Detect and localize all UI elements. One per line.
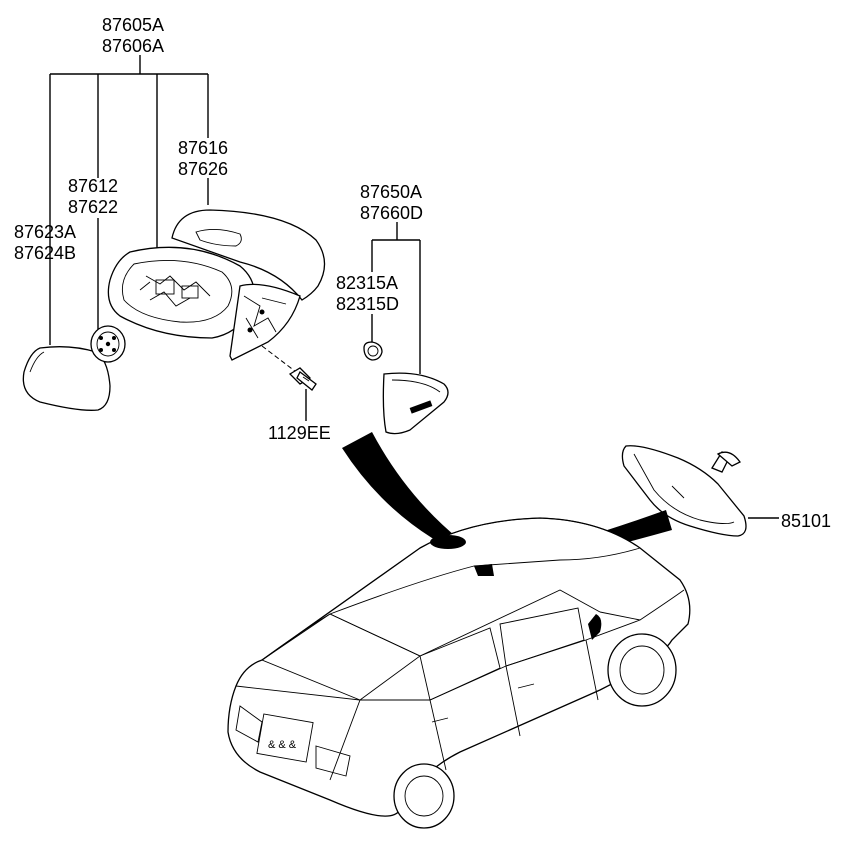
label-87660d: 87660D (360, 203, 423, 223)
label-87612: 87612 (68, 176, 118, 196)
mirror-housing (107, 246, 255, 339)
label-87622: 87622 (68, 197, 118, 217)
label-87605a: 87605A (102, 15, 164, 35)
mirror-cover (171, 209, 326, 301)
mirror-base (229, 283, 301, 361)
label-85101: 85101 (781, 511, 831, 531)
tweeter (363, 341, 383, 361)
label-87650a: 87650A (360, 182, 422, 202)
label-1129ee: 1129EE (268, 423, 331, 443)
label-82315a: 82315A (336, 273, 398, 293)
label-87626: 87626 (178, 159, 228, 179)
label-87616: 87616 (178, 138, 228, 158)
inside-mirror (621, 445, 747, 537)
pointer-outside-mirror (342, 432, 460, 543)
leader-lines-cover (371, 222, 421, 374)
label-82315d: 82315D (336, 294, 399, 314)
label-87624b: 87624B (14, 243, 76, 263)
inner-cover (382, 372, 449, 435)
car-illustration: & & & (227, 517, 691, 829)
plate-glyphs: & & & (268, 739, 297, 751)
mirror-actuator (90, 325, 126, 363)
label-87623a: 87623A (14, 222, 76, 242)
label-87606a: 87606A (102, 36, 164, 56)
bolt (288, 367, 317, 391)
leader-lines-assembly (49, 55, 209, 345)
